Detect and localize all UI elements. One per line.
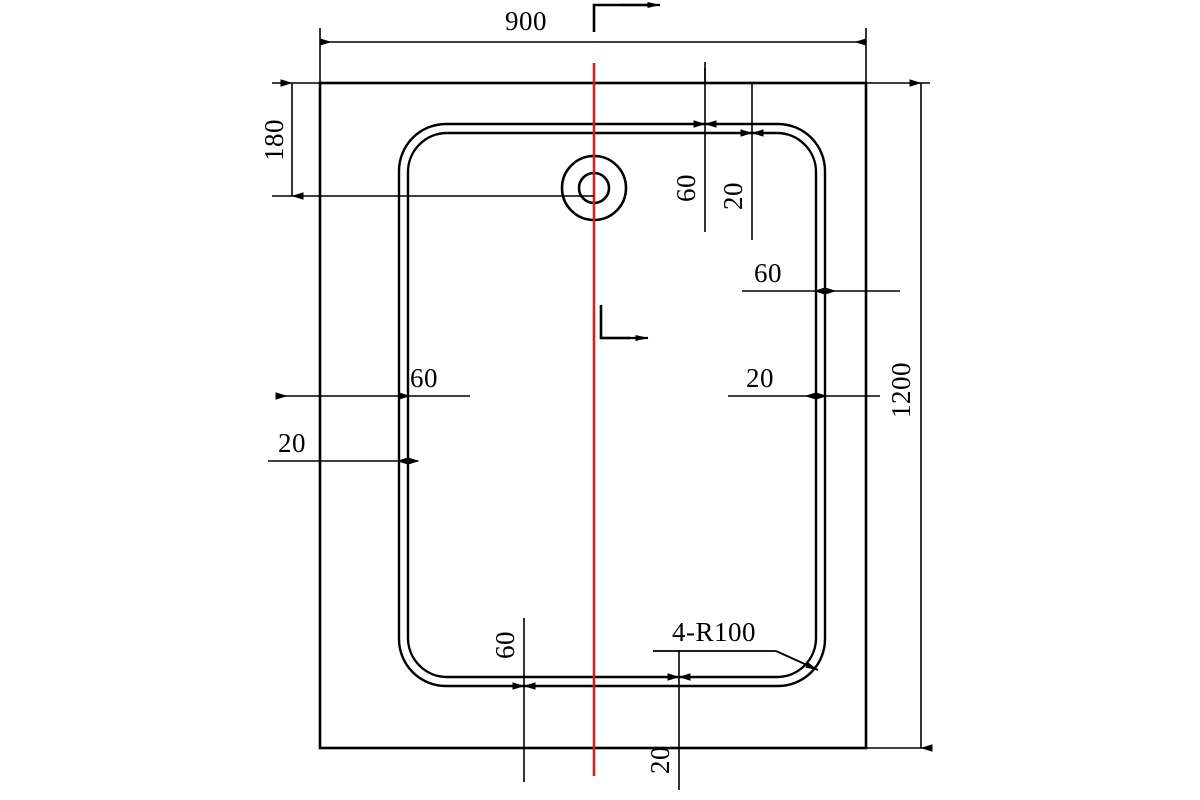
dimension-top-20-group: 20 xyxy=(718,83,764,240)
dimension-900-group: 900 xyxy=(319,6,867,83)
inner-rounded-rect-outer xyxy=(397,122,827,688)
dimension-left-20-group: 20 xyxy=(268,428,420,465)
dimension-left-60-group: 60 xyxy=(275,363,470,400)
dim-label-180: 180 xyxy=(259,119,289,161)
dimension-180-group: 180 xyxy=(259,79,594,200)
callout-corner-radius-group: 4-R100 xyxy=(653,617,819,671)
dimension-top-60-group: 60 xyxy=(671,62,717,232)
dim-label-left-60: 60 xyxy=(410,363,438,393)
dim-label-bottom-60: 60 xyxy=(490,631,520,659)
leader-line-4r100 xyxy=(775,650,819,671)
dimension-right-20-group: 20 xyxy=(728,363,880,400)
dimension-right-60-group: 60 xyxy=(742,258,900,295)
section-marker-top-bracket xyxy=(592,3,651,32)
dim-label-900: 900 xyxy=(505,6,547,36)
dimension-bottom-20-group: 20 xyxy=(645,650,691,790)
inner-rounded-rect-inner xyxy=(406,131,818,679)
section-marker-middle xyxy=(599,305,649,341)
tray-inner-outlines xyxy=(397,122,827,688)
dim-label-top-20: 20 xyxy=(718,182,748,210)
dim-label-right-60: 60 xyxy=(754,258,782,288)
dim-label-top-60: 60 xyxy=(671,174,701,202)
dim-label-left-20: 20 xyxy=(278,428,306,458)
dim-label-bottom-20: 20 xyxy=(645,746,675,774)
section-marker-top xyxy=(592,2,661,32)
dim-label-right-20: 20 xyxy=(746,363,774,393)
section-marker-middle-bracket xyxy=(599,305,630,340)
callout-label-4-r100: 4-R100 xyxy=(672,617,756,647)
dimension-bottom-60-group: 60 xyxy=(490,618,536,782)
dimension-1200-group: 1200 xyxy=(886,79,933,752)
dim-label-1200: 1200 xyxy=(886,362,916,418)
